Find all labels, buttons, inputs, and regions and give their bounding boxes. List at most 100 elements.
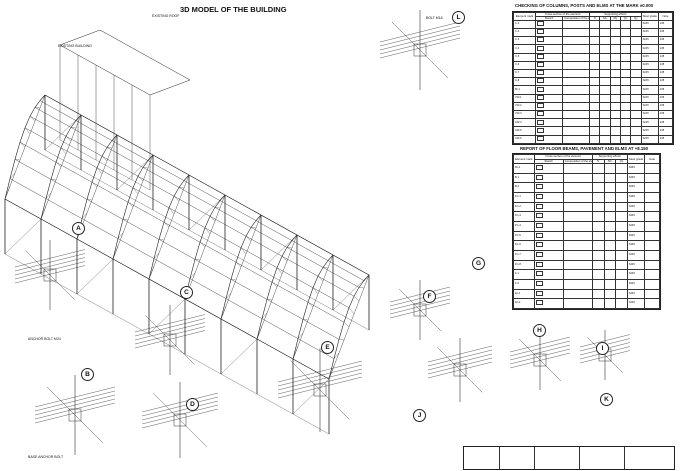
beam-header-note: Note	[644, 153, 660, 165]
member-line	[255, 214, 262, 229]
member-line	[333, 352, 340, 367]
detail-callout-b: B	[81, 368, 94, 381]
member-line	[276, 273, 283, 288]
member-line	[153, 252, 160, 259]
member-line	[76, 258, 114, 295]
member-line	[343, 322, 350, 328]
member-line	[230, 262, 237, 280]
member-line	[194, 242, 201, 260]
member-line	[302, 302, 309, 320]
member-line	[322, 260, 329, 268]
member-line	[214, 207, 221, 222]
member-line	[39, 100, 365, 281]
detail-callout-g: G	[472, 257, 485, 270]
member-line	[281, 260, 288, 275]
member-line	[271, 282, 278, 288]
member-line	[137, 176, 144, 182]
member-line	[286, 240, 293, 248]
member-line	[312, 276, 319, 288]
member-line	[230, 279, 237, 294]
member-line	[132, 193, 139, 208]
member-line	[163, 226, 170, 241]
member-line	[55, 147, 62, 163]
member-line	[235, 266, 242, 281]
member-line	[194, 259, 201, 261]
member-line	[230, 279, 237, 281]
member-line	[220, 298, 227, 320]
member-line	[137, 167, 144, 177]
member-line	[34, 107, 41, 109]
member-line	[29, 120, 36, 135]
member-line	[4, 198, 330, 380]
member-line	[117, 219, 124, 239]
member-line	[292, 345, 299, 360]
member-line	[188, 194, 226, 231]
member-line	[307, 287, 314, 303]
member-line	[348, 296, 355, 308]
member-line	[149, 79, 191, 96]
member-line	[14, 159, 21, 174]
existing-building-label: EXISTING BUILDING	[58, 44, 92, 48]
member-line	[145, 315, 195, 365]
member-line	[158, 239, 165, 254]
member-line	[271, 267, 278, 283]
columns-table-title: CHECKING OF COLUMNS, POSTS AND ELMS AT T…	[515, 3, 654, 8]
member-line	[297, 319, 304, 339]
member-line	[348, 313, 355, 328]
member-line	[50, 162, 57, 180]
title-block	[463, 446, 675, 470]
member-line	[173, 196, 180, 202]
member-line	[9, 178, 335, 359]
member-line	[204, 233, 211, 248]
member-line	[91, 182, 98, 188]
member-line	[45, 179, 52, 199]
member-line	[96, 173, 103, 188]
member-line	[225, 292, 232, 299]
member-line	[19, 142, 345, 323]
member-line	[220, 338, 258, 375]
member-line	[75, 114, 82, 129]
member-line	[245, 236, 252, 242]
detail-callout-a: A	[72, 222, 85, 235]
member-line	[122, 219, 129, 234]
model-title: 3D MODEL OF THE BUILDING	[180, 5, 287, 14]
member-line	[250, 227, 257, 242]
bolt-note: BOLT M16	[426, 16, 443, 20]
member-line	[398, 288, 442, 332]
member-line	[122, 219, 129, 221]
member-line	[91, 167, 98, 183]
member-line	[256, 325, 263, 340]
member-line	[50, 179, 57, 181]
member-line	[59, 29, 101, 46]
member-line	[317, 280, 324, 295]
member-line	[9, 172, 16, 179]
member-line	[19, 142, 26, 148]
member-line	[225, 279, 232, 299]
member-line	[261, 312, 268, 327]
member-line	[245, 240, 252, 255]
member-line	[65, 140, 72, 155]
member-line	[106, 140, 113, 148]
member-line	[9, 159, 16, 179]
gusset-plate	[68, 408, 82, 422]
member-line	[312, 287, 319, 295]
member-line	[353, 300, 360, 315]
member-line	[302, 319, 309, 321]
member-line	[59, 139, 151, 191]
member-line	[353, 296, 360, 302]
member-line	[518, 338, 562, 382]
member-line	[290, 360, 350, 420]
member-line	[29, 116, 36, 122]
member-line	[240, 247, 247, 255]
member-line	[101, 156, 108, 162]
member-line	[106, 147, 113, 162]
member-line	[271, 286, 278, 301]
